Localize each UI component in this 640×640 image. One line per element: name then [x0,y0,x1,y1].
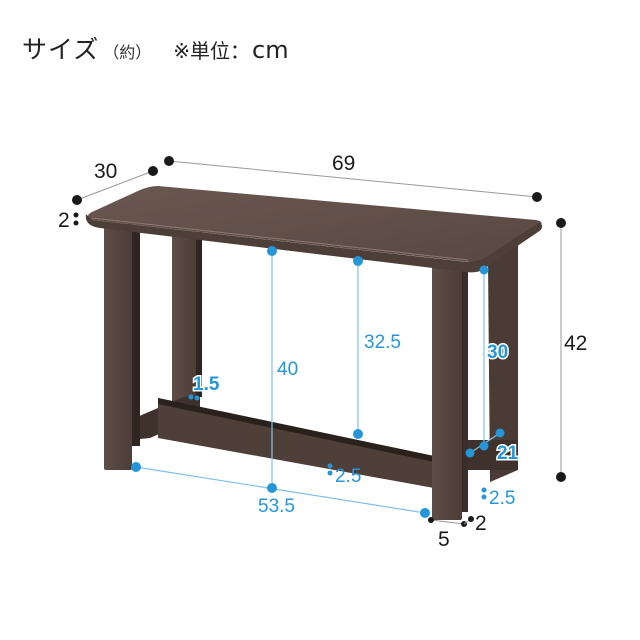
side-opening-depth-label: 21 [497,443,519,464]
depth-label: 30 [94,160,117,183]
unit-label: ※単位： [173,39,251,63]
unit-value: cm [252,36,289,64]
under-top-height-label: 40 [277,359,298,380]
leg-width-label: 5 [438,528,450,551]
front-left-leg [104,224,132,470]
front-right-leg [432,262,462,520]
table-top [88,186,542,262]
inner-leg-gap-label: 53.5 [258,496,295,517]
size-header: サイズ （約） ※単位： cm [22,30,289,66]
stretcher-gap-front-label: 2.5 [335,466,361,487]
inner-dimensions [131,246,505,518]
under-frame-height-label: 32.5 [364,332,401,353]
back-left-leg [172,232,196,412]
outer-dimensions [72,156,566,527]
size-title: サイズ [22,35,100,64]
table-top-edge [85,214,543,273]
stretcher-gap-side-label: 2.5 [489,488,515,509]
height-label: 42 [564,332,587,355]
back-right-leg [488,240,518,482]
table [85,186,543,520]
width-label: 69 [332,152,355,175]
front-stretcher [158,398,434,488]
stretcher-inset-label: 1.5 [193,374,220,395]
approx-label: （約） [103,43,152,62]
side-opening-height-label: 30 [487,342,508,363]
top-thickness-label: 2 [58,209,70,232]
leg-depth-label: 2 [475,512,487,535]
